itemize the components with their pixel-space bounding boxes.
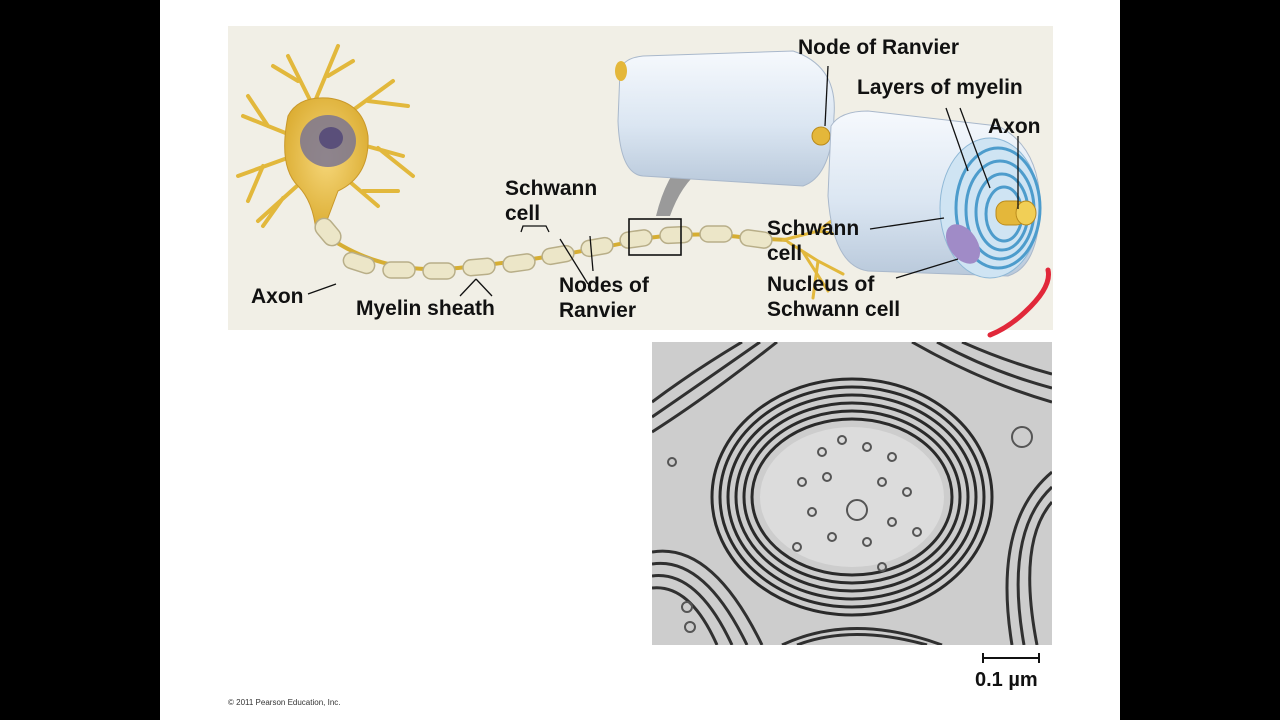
dendrites [236, 44, 415, 228]
red-pen-mark [987, 267, 1052, 338]
label-nucleus-of-schwann-cell: Nucleus of Schwann cell [767, 273, 901, 321]
label-node-of-ranvier: Node of Ranvier [798, 36, 960, 59]
scale-bar-label: 0.1 µm [975, 669, 1038, 691]
scale-bar [982, 653, 1040, 663]
diagram-panel: Axon Myelin sheath Schwann cell Nodes of… [228, 26, 1053, 330]
copyright-notice: © 2011 Pearson Education, Inc. [228, 698, 341, 707]
electron-micrograph [652, 342, 1052, 645]
label-nodes-of-ranvier: Nodes of Ranvier [559, 274, 649, 322]
zoom-box [628, 218, 682, 256]
label-axon-right: Axon [988, 115, 1041, 138]
node-of-ranvier-3d [811, 126, 831, 146]
label-axon-left: Axon [251, 285, 304, 308]
neuron-diagram [236, 44, 1042, 300]
label-schwann-cell-top: Schwann cell [505, 177, 598, 225]
label-schwann-cell-right: Schwann cell [767, 217, 860, 265]
slide: Axon Myelin sheath Schwann cell Nodes of… [160, 0, 1120, 720]
label-myelin-sheath: Myelin sheath [356, 297, 495, 320]
nucleus-of-schwann-cell [945, 224, 981, 264]
axon-terminals [781, 214, 850, 300]
label-layers-of-myelin: Layers of myelin [857, 76, 1023, 99]
myelin-segments [314, 217, 773, 280]
pointer-lines [307, 65, 1019, 297]
myelinated-axon-3d [615, 50, 1042, 279]
